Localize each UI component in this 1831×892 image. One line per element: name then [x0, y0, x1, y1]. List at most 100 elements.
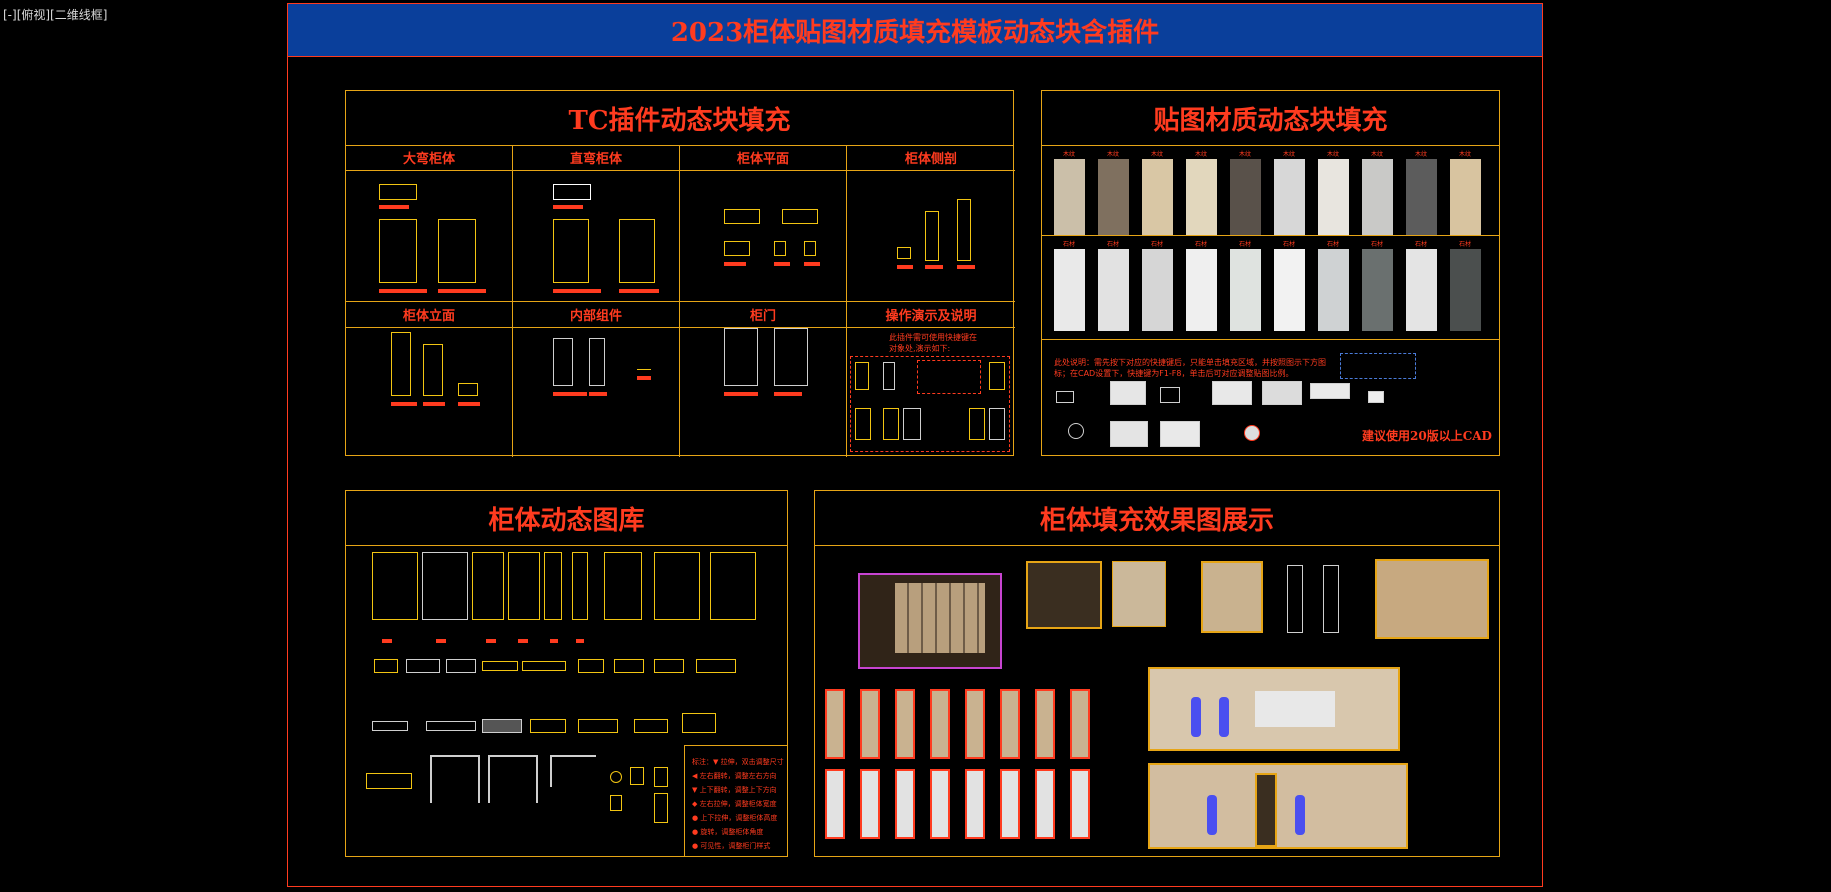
door-elevation	[930, 769, 950, 839]
door-elevation	[895, 769, 915, 839]
demo-swatch	[1212, 381, 1252, 405]
dim-mark	[391, 402, 417, 406]
material-swatch[interactable]	[1274, 159, 1305, 235]
material-swatch[interactable]	[1318, 249, 1349, 331]
wardrobe-elevation	[604, 552, 642, 620]
cell-cabinet-plan[interactable]: 柜体平面	[680, 145, 847, 302]
dim-mark	[724, 262, 746, 266]
title-banner: 2023柜体贴图材质填充模板动态块含插件	[288, 4, 1542, 57]
legend-item: ● 可见性，调整柜门样式	[692, 842, 771, 850]
material-panel[interactable]: 贴图材质动态块填充 木纹木纹木纹木纹木纹木纹木纹木纹木纹木纹 石材石材石材石材石…	[1041, 90, 1500, 456]
swatch-label: 石材	[1062, 241, 1075, 248]
dim-mark	[550, 639, 558, 643]
material-title: 贴图材质动态块填充	[1042, 91, 1499, 146]
door-elevation-grid	[825, 689, 1095, 849]
viewport-label[interactable]: [-][俯视][二维线框]	[3, 8, 108, 22]
dim-mark	[379, 205, 409, 209]
swatch-label: 石材	[1106, 241, 1119, 248]
material-swatch[interactable]	[1230, 159, 1261, 235]
cell-label: 柜门	[680, 302, 846, 328]
plan-module	[654, 659, 684, 673]
circle-icon	[1068, 423, 1084, 439]
material-swatch[interactable]	[1054, 249, 1085, 331]
swatch-label: 石材	[1194, 241, 1207, 248]
cell-internal-components[interactable]: 内部组件	[513, 302, 680, 457]
plan-icon	[724, 241, 750, 256]
legend-list: 标注：▼ 拉伸，双击调整尺寸◀ 左右翻转，调整左右方向▼ 上下翻转，调整上下方向…	[692, 755, 784, 853]
plan-module	[530, 719, 566, 733]
dim-mark	[436, 639, 446, 643]
recommend-note: 建议使用20版以上CAD	[1362, 429, 1492, 443]
tc-plugin-panel[interactable]: TC插件动态块填充 大弯柜体 直弯柜体 柜体平面 柜体侧剖	[345, 90, 1015, 457]
door-elevation	[965, 689, 985, 759]
material-swatch[interactable]	[1186, 249, 1217, 331]
demo-icon	[989, 362, 1005, 390]
material-demo-box	[1340, 353, 1416, 379]
door-elevation	[860, 689, 880, 759]
cell-operation-demo[interactable]: 操作演示及说明 此插件需可使用快捷键在 对象处,演示如下:	[847, 302, 1015, 457]
material-swatch[interactable]	[1406, 159, 1437, 235]
cell-straight-cabinet[interactable]: 直弯柜体	[513, 145, 680, 302]
cell-label: 直弯柜体	[513, 145, 679, 171]
plan-module	[426, 721, 476, 731]
material-swatch[interactable]	[1186, 159, 1217, 235]
cell-cabinet-door[interactable]: 柜门	[680, 302, 847, 457]
section-icon	[925, 211, 939, 261]
swatch-label: 石材	[1458, 241, 1471, 248]
wardrobe-elevation	[654, 552, 700, 620]
wardrobe-elevation	[710, 552, 756, 620]
cell-label: 柜体侧剖	[847, 145, 1015, 171]
dim-mark	[804, 262, 820, 266]
demo-box	[850, 356, 1010, 452]
swatch-label: 木纹	[1194, 151, 1207, 158]
wardrobe-elevation	[572, 552, 588, 620]
legend-item: ◆ 左右拉伸，调整柜体宽度	[692, 800, 777, 808]
demo-swatch	[1262, 381, 1302, 405]
material-swatch[interactable]	[1450, 159, 1481, 235]
material-swatch[interactable]	[1142, 159, 1173, 235]
wood-swatch-row: 木纹木纹木纹木纹木纹木纹木纹木纹木纹木纹	[1042, 145, 1499, 236]
dim-mark	[553, 205, 583, 209]
material-swatch[interactable]	[1362, 159, 1393, 235]
material-swatch[interactable]	[1450, 249, 1481, 331]
material-swatch[interactable]	[1098, 249, 1129, 331]
door-elevation	[1000, 689, 1020, 759]
plan-module	[522, 661, 566, 671]
material-swatch[interactable]	[1362, 249, 1393, 331]
cabinet-icon	[379, 184, 417, 200]
material-swatch[interactable]	[1406, 249, 1437, 331]
drawing-title: 2023柜体贴图材质填充模板动态块含插件	[670, 17, 1160, 48]
cell-large-cabinet[interactable]: 大弯柜体	[346, 145, 513, 302]
dim-mark	[553, 289, 601, 293]
demo-swatch	[1056, 391, 1074, 403]
legend-item: ▼ 上下翻转，调整上下方向	[692, 786, 777, 794]
cabinet-library-panel[interactable]: 柜体动态图库 标注：▼ 拉伸，双击调整尺寸◀ 左右翻转，调整左右方向▼ 上下翻转…	[345, 490, 788, 857]
cell-cabinet-section[interactable]: 柜体侧剖	[847, 145, 1015, 302]
effect-drawing	[1255, 691, 1335, 727]
dim-mark	[619, 289, 659, 293]
cell-cabinet-elevation[interactable]: 柜体立面	[346, 302, 513, 457]
section-icon	[897, 247, 911, 259]
material-swatch[interactable]	[1230, 249, 1261, 331]
plan-module	[578, 719, 618, 733]
component-icon	[589, 338, 605, 386]
effect-showcase-panel[interactable]: 柜体填充效果图展示	[814, 490, 1500, 857]
material-swatch[interactable]	[1098, 159, 1129, 235]
accessory-icon	[610, 795, 622, 811]
effect-drawing	[1148, 763, 1408, 849]
l-shaped-cabinet	[488, 755, 538, 803]
demo-swatch	[1160, 421, 1200, 447]
drawing-frame	[287, 3, 1543, 887]
section-icon	[957, 199, 971, 261]
material-swatch[interactable]	[1054, 159, 1085, 235]
material-swatch[interactable]	[1274, 249, 1305, 331]
effect-drawing	[1375, 559, 1489, 639]
swatch-label: 木纹	[1150, 151, 1163, 158]
plan-icon	[804, 241, 816, 256]
plan-module	[446, 659, 476, 673]
material-swatch[interactable]	[1318, 159, 1349, 235]
cell-label: 柜体立面	[346, 302, 512, 328]
demo-icon	[903, 408, 921, 440]
material-swatch[interactable]	[1142, 249, 1173, 331]
dim-mark	[774, 392, 802, 396]
